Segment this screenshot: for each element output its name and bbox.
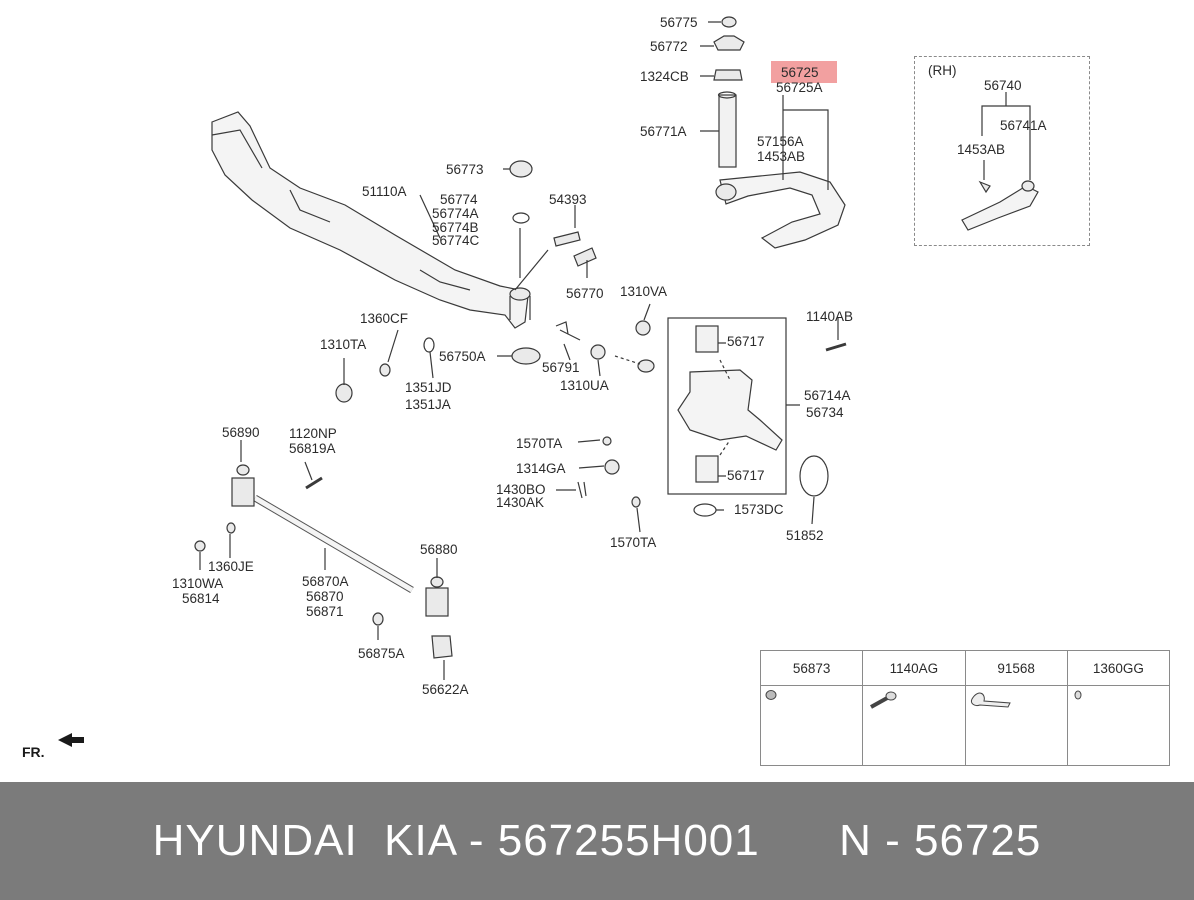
parts-diagram: 56775 56772 1324CB 56771A 56725 56725A 5…: [22, 15, 1170, 766]
label-56791: 56791: [542, 360, 580, 375]
label-56770: 56770: [566, 286, 604, 301]
label-1140ab: 1140AB: [806, 309, 854, 324]
label-56774a: 56774A: [432, 206, 479, 221]
label-1570ta-top: 1570TA: [516, 436, 563, 451]
label-56870a: 56870A: [302, 574, 349, 589]
label-56714a: 56714A: [804, 388, 851, 403]
label-56740: 56740: [984, 78, 1022, 93]
label-56880: 56880: [420, 542, 458, 557]
label-1453ab-rh: 1453AB: [957, 142, 1006, 157]
label-56774b: 56774B: [432, 220, 479, 235]
label-1324cb: 1324CB: [640, 69, 689, 84]
footer-oem-number: N - 56725: [839, 816, 1042, 865]
label-1360cf: 1360CF: [360, 311, 409, 326]
label-56774c: 56774C: [432, 233, 480, 248]
footer-part-number-bar: HYUNDAI KIA - 567255H001 N - 56725: [0, 782, 1194, 900]
label-1360je: 1360JE: [208, 559, 254, 574]
label-56774: 56774: [440, 192, 478, 207]
parts-table-header: 56873: [761, 651, 863, 686]
label-56814: 56814: [182, 591, 220, 606]
label-56717-top: 56717: [727, 334, 765, 349]
label-56741a: 56741A: [1000, 118, 1047, 133]
label-56725[interactable]: 56725: [781, 65, 819, 80]
label-56890: 56890: [222, 425, 260, 440]
clip-icon: [966, 685, 1067, 765]
label-51852: 51852: [786, 528, 824, 543]
label-57156a: 57156A: [757, 134, 804, 149]
label-1310ua: 1310UA: [560, 378, 609, 393]
highlight-target-part: [771, 61, 837, 83]
label-56773: 56773: [446, 162, 484, 177]
parts-table-cell: 91568: [965, 651, 1068, 765]
label-56771a: 56771A: [640, 124, 687, 139]
label-1310va: 1310VA: [620, 284, 668, 299]
label-56819a: 56819A: [289, 441, 336, 456]
label-51110a: 51110A: [362, 184, 407, 199]
diagram-drawing: [58, 16, 1039, 747]
label-56875a: 56875A: [358, 646, 405, 661]
nut-icon: [761, 685, 862, 765]
parts-table-cell: 56873: [761, 651, 864, 765]
front-direction-label: FR.: [22, 744, 45, 760]
label-56734: 56734: [806, 405, 844, 420]
cotter-pin-icon: [1068, 685, 1169, 765]
label-1351jd: 1351JD: [405, 380, 452, 395]
label-1351ja: 1351JA: [405, 397, 451, 412]
parts-table-header: 91568: [965, 651, 1067, 686]
label-54393: 54393: [549, 192, 587, 207]
label-1314ga: 1314GA: [516, 461, 566, 476]
label-1570ta-bot: 1570TA: [610, 535, 657, 550]
parts-table-cell: 1140AG: [863, 651, 966, 765]
label-1120np: 1120NP: [289, 426, 337, 441]
label-56622a: 56622A: [422, 682, 469, 697]
label-1573dc: 1573DC: [734, 502, 784, 517]
label-1310wa: 1310WA: [172, 576, 224, 591]
bolt-icon: [863, 685, 964, 765]
label-56870: 56870: [306, 589, 344, 604]
parts-table: 56873 1140AG 91568 1360GG: [760, 650, 1170, 766]
footer-brand-part-number: HYUNDAI KIA - 567255H001: [152, 816, 760, 865]
parts-table-header: 1140AG: [863, 651, 965, 686]
parts-table-cell: 1360GG: [1067, 651, 1169, 765]
label-56750a: 56750A: [439, 349, 486, 364]
parts-table-header: 1360GG: [1067, 651, 1169, 686]
footer-spacer: [760, 816, 839, 866]
label-rh: (RH): [928, 63, 957, 78]
label-1430ak: 1430AK: [496, 495, 545, 510]
label-56717-bot: 56717: [727, 468, 765, 483]
label-56725a: 56725A: [776, 80, 823, 95]
label-56772: 56772: [650, 39, 688, 54]
label-1453ab: 1453AB: [757, 149, 806, 164]
rh-detail-box: [914, 56, 1090, 246]
label-1310ta: 1310TA: [320, 337, 367, 352]
label-1430bo: 1430BO: [496, 482, 546, 497]
label-56775: 56775: [660, 15, 698, 30]
label-56871: 56871: [306, 604, 344, 619]
